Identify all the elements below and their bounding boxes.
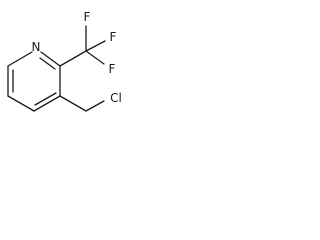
- chloromethyl-group: [59, 95, 105, 112]
- bond-c4-c3: [33, 95, 61, 112]
- fluorine-bottom-label: F: [109, 62, 116, 76]
- fluorine-right-label: F: [110, 30, 117, 44]
- bond-ch2-cl: [85, 100, 105, 112]
- bond-c4-c3-inner: [34, 92, 57, 106]
- pyridine-ring: [7, 51, 61, 112]
- chlorine-label: Cl: [110, 91, 122, 105]
- bond-c2-n-inner: [39, 57, 56, 70]
- bond-n-c6: [7, 51, 33, 67]
- structure-diagram: N F F F Cl: [7, 10, 122, 112]
- fluorine-top-label: F: [84, 10, 91, 24]
- bond-c-f-right: [85, 40, 106, 52]
- trifluoromethyl-group: [59, 25, 106, 67]
- nitrogen-label: N: [32, 40, 41, 54]
- bond-c2-n: [40, 51, 61, 67]
- bond-c3-ch2: [59, 95, 87, 112]
- bond-c2-cf3: [59, 50, 87, 67]
- bond-c-f-bottom: [85, 50, 105, 65]
- bond-c5-c4: [7, 95, 35, 112]
